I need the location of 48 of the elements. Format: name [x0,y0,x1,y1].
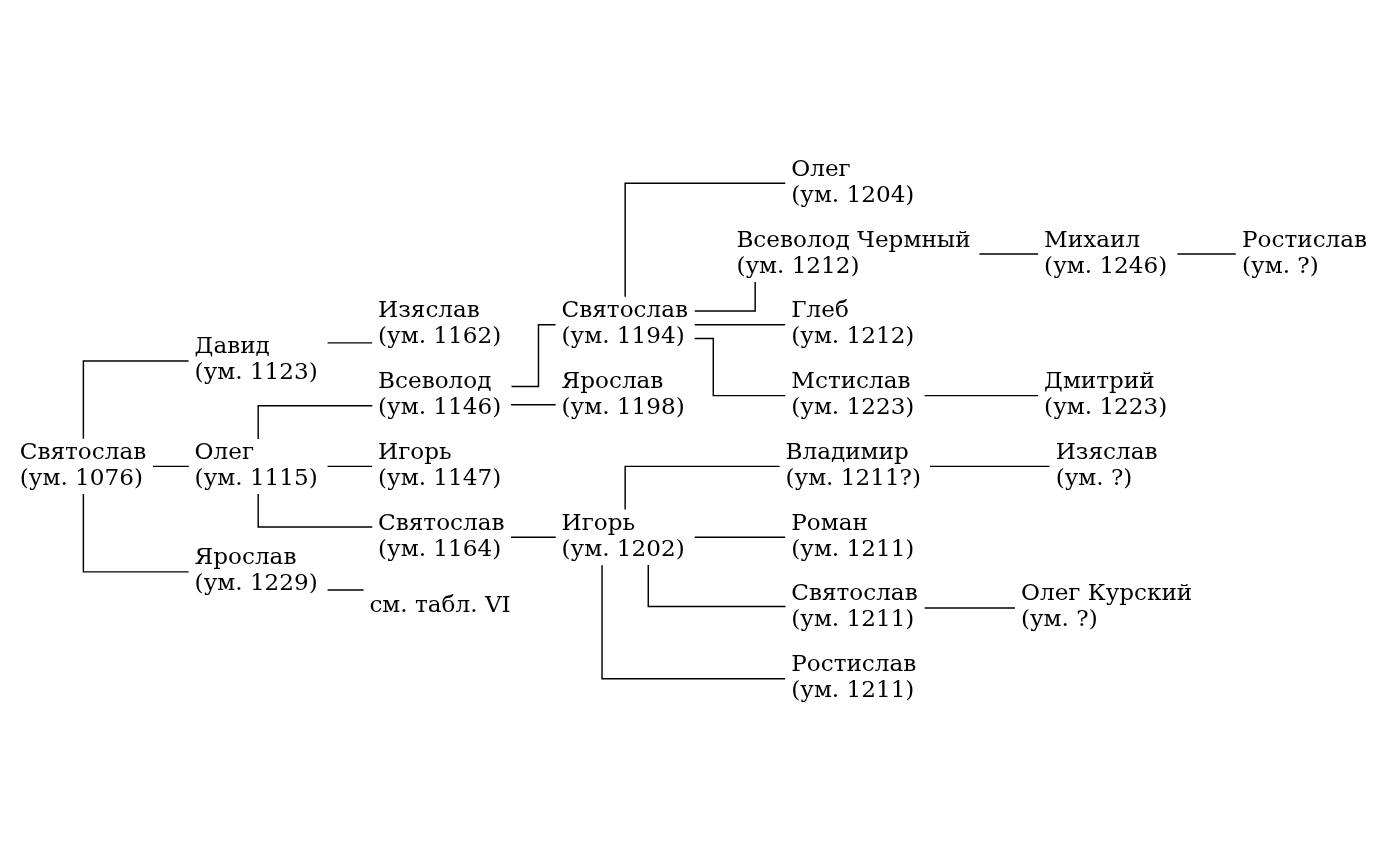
node-text: Игорь (ум. 1202) [561,508,685,561]
connector [923,394,1039,396]
connector [693,337,787,396]
node-text: Роман (ум. 1211) [791,508,915,561]
connector [978,252,1039,255]
connector [152,465,190,467]
node-text: Ярослав (ум. 1229) [194,542,318,595]
node-text: Олег (ум. 1115) [194,437,318,490]
node-text: Всеволод Чермный (ум. 1212) [736,225,971,278]
node-text: Игорь (ум. 1147) [378,437,502,490]
connector [694,323,786,326]
node-text: Святослав (ум. 1211) [791,578,918,631]
connector [923,606,1016,609]
connector [647,563,787,607]
connector [82,359,190,439]
node-text: Святослав (ум. 1076) [19,437,147,490]
connector [694,535,786,538]
connector [257,404,374,440]
connector [624,465,781,510]
connector [929,465,1051,467]
node-text: Изяслав (ум. ?) [1055,437,1158,490]
node-text: Ростислав (ум. ?) [1242,225,1368,278]
node-text: Давид (ум. 1123) [194,331,318,384]
connector [257,492,374,528]
connector [694,280,756,312]
connector [601,563,786,679]
node-text: Олег Курский (ум. ?) [1021,578,1193,631]
connector [326,341,373,344]
node-text: Михаил (ум. 1246) [1044,225,1168,278]
node-text: Мстислав (ум. 1223) [791,366,915,419]
node-text: Владимир (ум. 1211?) [785,437,922,490]
node-text: Ростислав (ум. 1211) [791,649,917,702]
node-text: Ярослав (ум. 1198) [561,366,685,419]
connector [326,588,365,591]
node-text: Изяслав (ум. 1162) [378,295,502,348]
node-text: Глеб (ум. 1212) [791,295,915,348]
node-text: Святослав (ум. 1194) [561,295,688,348]
connector [624,182,787,298]
connector [82,492,190,573]
node-text: см. табл. VI [369,590,511,617]
node-text: Дмитрий (ум. 1223) [1044,366,1168,419]
connector [1176,252,1237,255]
node-text: Олег (ум. 1204) [791,154,915,207]
node-text: Всеволод (ум. 1146) [378,366,502,419]
connector [326,465,373,467]
node-text: Святослав (ум. 1164) [378,508,505,561]
connector [510,535,557,538]
connector [510,403,557,405]
